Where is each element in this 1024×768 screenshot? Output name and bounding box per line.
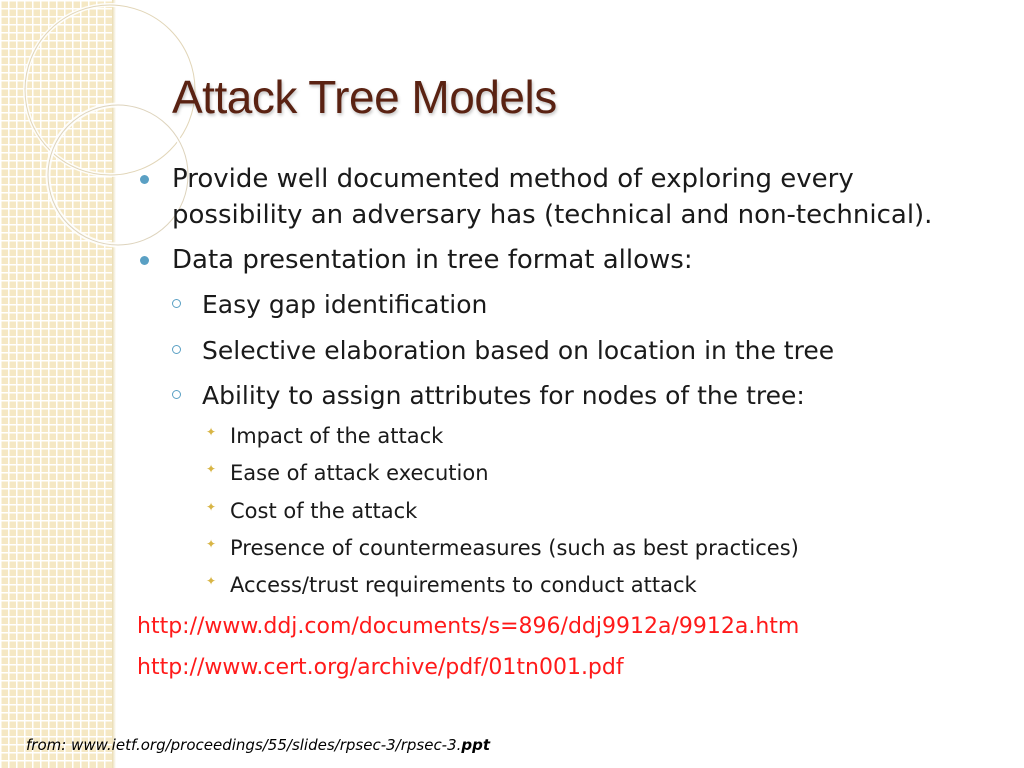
bullet-text: Data presentation in tree format allows: — [172, 245, 693, 275]
sparkle-bullet-icon: ✦ — [206, 425, 217, 439]
sub-sub-bullet-item: ✦ Impact of the attack — [206, 421, 970, 451]
bullet-dot-icon — [140, 175, 149, 184]
sub-sub-bullet-text: Presence of countermeasures (such as bes… — [230, 536, 799, 560]
ring-bullet-icon — [172, 390, 181, 399]
reference-link-ddj[interactable]: http://www.ddj.com/documents/s=896/ddj99… — [137, 614, 800, 639]
sub-bullet-item: Selective elaboration based on location … — [172, 334, 982, 368]
sub-sub-bullet-text: Impact of the attack — [230, 424, 444, 448]
sub-sub-bullet-item: ✦ Cost of the attack — [206, 496, 970, 526]
bullet-text: Provide well documented method of explor… — [172, 164, 933, 230]
sub-sub-bullet-text: Cost of the attack — [230, 499, 418, 523]
sparkle-bullet-icon: ✦ — [206, 462, 217, 476]
sub-bullet-text: Easy gap identification — [202, 290, 488, 319]
sparkle-bullet-icon: ✦ — [206, 574, 217, 588]
bullet-item: Data presentation in tree format allows: — [140, 242, 972, 278]
source-extension: ppt — [461, 736, 491, 754]
reference-link-cert[interactable]: http://www.cert.org/archive/pdf/01tn001.… — [137, 655, 624, 680]
sub-bullet-text: Ability to assign attributes for nodes o… — [202, 381, 805, 410]
sub-bullet-item: Ability to assign attributes for nodes o… — [172, 379, 982, 413]
sub-sub-bullet-item: ✦ Access/trust requirements to conduct a… — [206, 570, 970, 600]
sub-sub-bullet-text: Access/trust requirements to conduct att… — [230, 573, 697, 597]
ring-bullet-icon — [172, 299, 181, 308]
slide-title: Attack Tree Models — [172, 71, 557, 123]
sub-sub-bullet-item: ✦ Presence of countermeasures (such as b… — [206, 533, 970, 563]
bullet-item: Provide well documented method of explor… — [140, 161, 972, 233]
sparkle-bullet-icon: ✦ — [206, 537, 217, 551]
bullet-dot-icon — [140, 256, 149, 265]
ring-bullet-icon — [172, 345, 181, 354]
sidebar-edge — [112, 0, 116, 768]
decorative-sidebar — [0, 0, 112, 768]
source-text: from: www.ietf.org/proceedings/55/slides… — [26, 736, 462, 754]
sub-sub-bullet-text: Ease of attack execution — [230, 461, 489, 485]
sub-bullet-item: Easy gap identification — [172, 288, 982, 322]
sparkle-bullet-icon: ✦ — [206, 500, 217, 514]
sub-sub-bullet-item: ✦ Ease of attack execution — [206, 458, 970, 488]
decorative-rings — [23, 3, 197, 248]
sub-bullet-text: Selective elaboration based on location … — [202, 336, 835, 365]
source-citation: from: www.ietf.org/proceedings/55/slides… — [26, 736, 490, 754]
